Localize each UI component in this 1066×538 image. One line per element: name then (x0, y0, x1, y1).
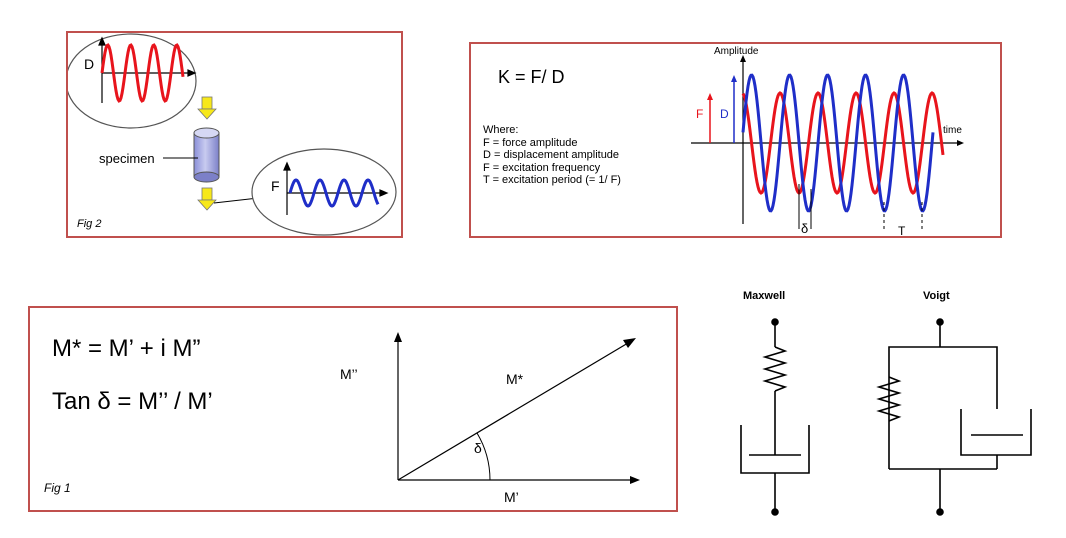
delta-label: δ (474, 440, 482, 456)
m-double-prime-label: M’’ (340, 366, 358, 382)
m-star-label: M* (506, 371, 524, 387)
force-amplitude-arrowhead (707, 93, 713, 100)
loss-tangent-equation: Tan δ = M’’ / M’ (52, 388, 213, 415)
time-axis-arrow (957, 140, 964, 146)
force-leader (213, 197, 259, 204)
force-wave (741, 91, 945, 195)
where-label: Where: (483, 124, 519, 136)
definitions: Where: F = force amplitude D = displacem… (483, 124, 621, 187)
amplitude-axis-arrow (740, 55, 746, 62)
maxwell-title: Maxwell (743, 290, 785, 302)
m-prime-axis-arrow (630, 476, 640, 484)
time-label: time (943, 125, 962, 136)
phase-delta-label: δ (801, 221, 808, 236)
fig2-panel: D specimen (66, 31, 403, 238)
fig2-diagram: D specimen (68, 33, 397, 236)
m-star-vector-arrow (623, 338, 636, 348)
displacement-amplitude-label: D (720, 107, 729, 121)
displacement-wave (100, 43, 185, 103)
force-axis-label: F (271, 178, 280, 194)
definition-item: F = excitation frequency (483, 161, 601, 174)
m-double-prime-axis-arrow (394, 332, 402, 342)
m-prime-label: M’ (504, 489, 519, 505)
ratio-panel: K = F/ D Where: F = force amplitude D = … (469, 42, 1002, 238)
displacement-wave (741, 73, 935, 213)
definition-item: T = excitation period (= 1/ F) (483, 174, 621, 186)
vector-diagram: δ M* (394, 332, 640, 484)
fig1-panel: M* = M’ + i M” Tan δ = M’’ / M’ δ M* M’’… (28, 306, 678, 512)
maxwell-model (740, 318, 810, 516)
fig1-caption: Fig 1 (44, 481, 71, 495)
output-arrow (197, 187, 217, 211)
rheology-models: Maxwell Voigt (740, 290, 1032, 516)
displacement-ellipse (68, 33, 197, 129)
specimen-label: specimen (99, 151, 155, 166)
displacement-axis-label: D (84, 56, 94, 72)
voigt-title: Voigt (923, 290, 950, 302)
amplitude-label: Amplitude (714, 46, 759, 57)
complex-modulus-equation: M* = M’ + i M” (52, 335, 201, 362)
definition-item: F = force amplitude (483, 136, 578, 149)
specimen-cylinder (193, 127, 220, 183)
stiffness-formula: K = F/ D (498, 67, 565, 87)
fig2-caption: Fig 2 (77, 218, 102, 230)
voigt-dashpot (960, 409, 1032, 456)
input-arrow (197, 96, 217, 120)
voigt-model (876, 318, 1032, 516)
definition-item: D = displacement amplitude (483, 149, 620, 161)
waveform-diagram: Amplitude time F D δ T (691, 46, 964, 236)
m-star-vector (397, 342, 629, 481)
period-label: T (898, 224, 906, 236)
force-amplitude-label: F (696, 107, 703, 121)
force-wave (288, 178, 380, 208)
delta-arc (476, 432, 491, 481)
displacement-amplitude-arrowhead (731, 75, 737, 82)
